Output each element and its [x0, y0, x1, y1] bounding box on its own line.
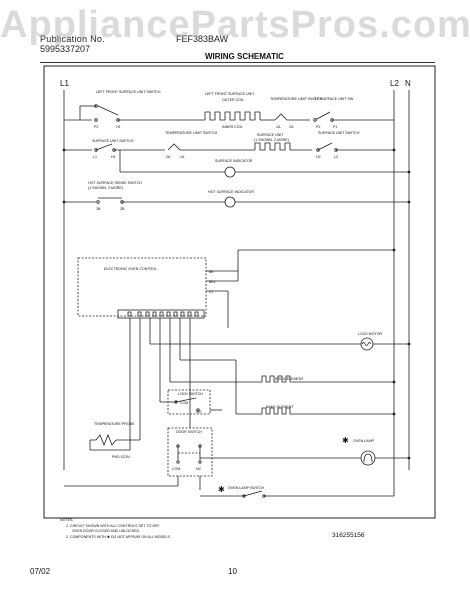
eoc-terminals — [127, 311, 199, 317]
left-front-unit-label: LEFT FRONT SURFACE UNIT — [205, 92, 255, 96]
hot-surface-note: (1 SHOWN, 3 MORE) — [88, 186, 123, 190]
lock-switch: LOCK SWITCH COM NO — [159, 318, 222, 415]
lock-switch-com: COM — [180, 401, 188, 405]
terminal-2b: 2B — [120, 207, 125, 211]
part-number: 316255156 — [332, 532, 365, 539]
lock-motor-label: LOCK MOTOR — [358, 332, 382, 336]
terminal-1b: 1B — [96, 207, 101, 211]
lf-unit-switch-label: LF SURFACE UNIT SW — [315, 97, 354, 101]
header-rule — [40, 62, 435, 63]
oven-lamp-switch-label: OVEN LAMP SWITCH — [228, 486, 264, 490]
terminal-h: H1 — [116, 125, 121, 129]
eoc-terminal-bk: BK — [209, 270, 214, 274]
svg-text:✱: ✱ — [342, 436, 349, 445]
row-left-front-unit: LEFT FRONT SURFACE UNIT SWITCH P2 H1 LEF… — [64, 90, 394, 129]
temp-limiter-2-label: TEMPERATURE LIMIT SWITCH — [165, 131, 218, 135]
inner-coil-label: INNER COIL — [222, 125, 243, 129]
row-hot-surface: HOT SURFACE SENSE SWITCH (1 SHOWN, 3 MOR… — [62, 181, 411, 211]
eoc-terminal-l1: L1 — [209, 290, 213, 294]
row-surface-unit: SURFACE UNIT SWITCH L1 H1 TEMPERATURE LI… — [62, 131, 396, 159]
door-switch-com: COM — [172, 467, 180, 471]
rail-n-label: N — [405, 79, 411, 88]
schematic-frame — [43, 65, 436, 519]
surface-unit-switch-2-label: SURFACE UNIT SWITCH — [318, 131, 360, 135]
publication-label: Publication No. — [40, 34, 106, 44]
svg-text:P2: P2 — [316, 125, 320, 129]
svg-text:2A: 2A — [166, 155, 171, 159]
oven-lamp: ✱ OVEN LAMP ✱ OVEN LAMP SWITCH — [200, 436, 411, 498]
temperature-probe: TEMPERATURE PROBE PND ICON — [89, 318, 141, 459]
surface-unit-2-label: SURFACE UNIT — [257, 133, 284, 137]
svg-text:L1: L1 — [93, 155, 97, 159]
hot-surface-indicator-label: HOT SURFACE INDICATOR — [208, 190, 254, 194]
lock-switch-label: LOCK SWITCH — [178, 392, 203, 396]
svg-text:P1: P1 — [333, 125, 337, 129]
svg-text:1A: 1A — [180, 155, 185, 159]
svg-text:H1: H1 — [111, 155, 116, 159]
row-surface-indicator: SURFACE INDICATOR — [119, 150, 411, 178]
page-number: 10 — [228, 567, 237, 576]
electronic-oven-control: ELECTRONIC OVEN CONTROL BK BKL L1 — [77, 248, 396, 328]
model-number: FEF383BAW — [176, 34, 229, 44]
svg-text:L2: L2 — [334, 155, 338, 159]
eoc-terminal-bkl: BKL — [209, 280, 216, 284]
hot-surface-switch-label: HOT SURFACE SENSE SWITCH — [88, 181, 142, 185]
note-1: 1. CIRCUIT SHOWN WITH ALL CONTROLS SET T… — [66, 524, 160, 528]
notes-block: NOTES: 1. CIRCUIT SHOWN WITH ALL CONTROL… — [60, 518, 171, 539]
broil-bake-elements: BROIL ELEMENT BAKE ELEMENT — [169, 318, 396, 416]
temp-probe-label: TEMPERATURE PROBE — [94, 422, 135, 426]
door-switch: DOOR SWITCH COM NC — [64, 318, 213, 490]
outer-coil-label: OUTER COIL — [222, 98, 244, 102]
door-switch-label: DOOR SWITCH — [176, 430, 202, 434]
note-2: 2. COMPONENTS WITH ✱ DO NOT APPEAR ON AL… — [66, 535, 171, 539]
rail-l2-label: L2 — [390, 79, 399, 88]
temp-limiter-1-label: TEMPERATURE LIMIT SWITCH — [270, 97, 323, 101]
rail-l1-label: L1 — [60, 79, 69, 88]
terminal-p2: P2 — [94, 125, 98, 129]
watermark: AppliancePartsPros.com — [0, 4, 470, 46]
surface-indicator-label: SURFACE INDICATOR — [215, 159, 253, 163]
oven-lamp-label: OVEN LAMP — [353, 439, 375, 443]
page-title: WIRING SCHEMATIC — [205, 52, 284, 61]
footer-date: 07/02 — [30, 567, 51, 576]
notes-heading: NOTES: — [60, 518, 73, 522]
eoc-label: ELECTRONIC OVEN CONTROL — [104, 267, 157, 271]
note-1b: OVEN DOOR CLOSED AND UNLOCKED. — [72, 529, 140, 533]
lock-switch-no: NO — [196, 410, 202, 414]
bake-element-label: BAKE ELEMENT — [266, 405, 294, 409]
svg-text:H2: H2 — [316, 155, 321, 159]
svg-text:2A: 2A — [289, 125, 294, 129]
svg-text:✱: ✱ — [218, 485, 225, 494]
pnd-icon-label: PND ICON — [112, 455, 130, 459]
surface-unit-switch-label: SURFACE UNIT SWITCH — [92, 139, 134, 143]
lock-motor: LOCK MOTOR — [149, 318, 411, 351]
publication-number: 5995337207 — [40, 44, 91, 54]
surface-unit-note: (1 SHOWN, 2 MORE) — [254, 138, 289, 142]
svg-text:1A: 1A — [276, 125, 281, 129]
door-switch-nc: NC — [196, 467, 202, 471]
left-switch-title: LEFT FRONT SURFACE UNIT SWITCH — [96, 90, 161, 94]
